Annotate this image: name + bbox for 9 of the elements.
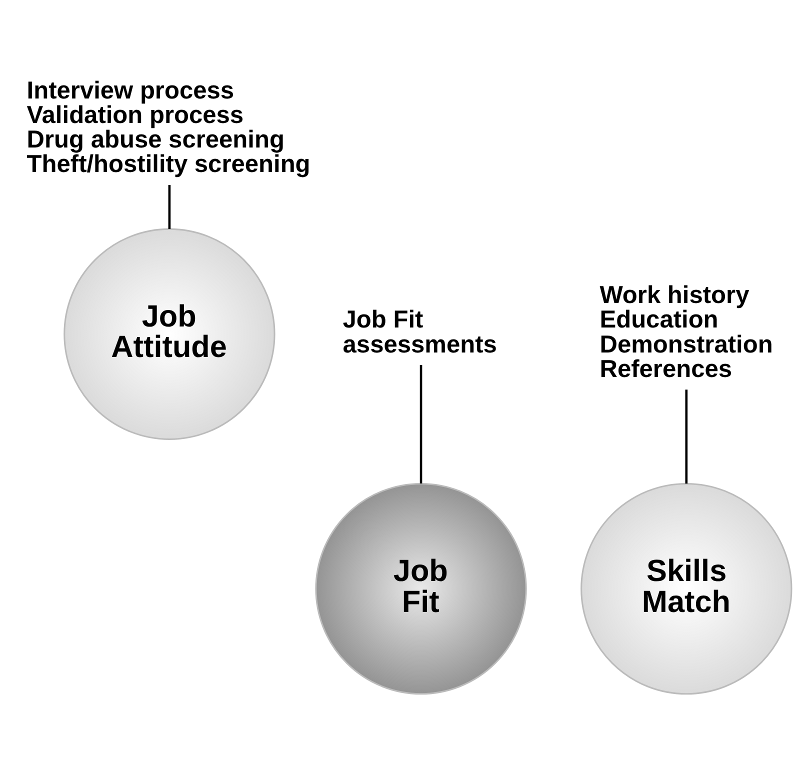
connector bbox=[685, 389, 688, 484]
connector bbox=[168, 184, 171, 228]
node-text: Interview process Validation process Drug abuse screening Theft/hostility screening bbox=[26, 76, 310, 178]
node-circle: Job Fit bbox=[315, 482, 527, 694]
node-text: Job Fit assessments bbox=[342, 306, 497, 358]
node-circle: Job Attitude bbox=[64, 228, 276, 440]
connector bbox=[420, 364, 422, 484]
node-circle: Skills Match bbox=[580, 482, 792, 694]
node-text: Work history Education Demonstration References bbox=[600, 282, 773, 382]
